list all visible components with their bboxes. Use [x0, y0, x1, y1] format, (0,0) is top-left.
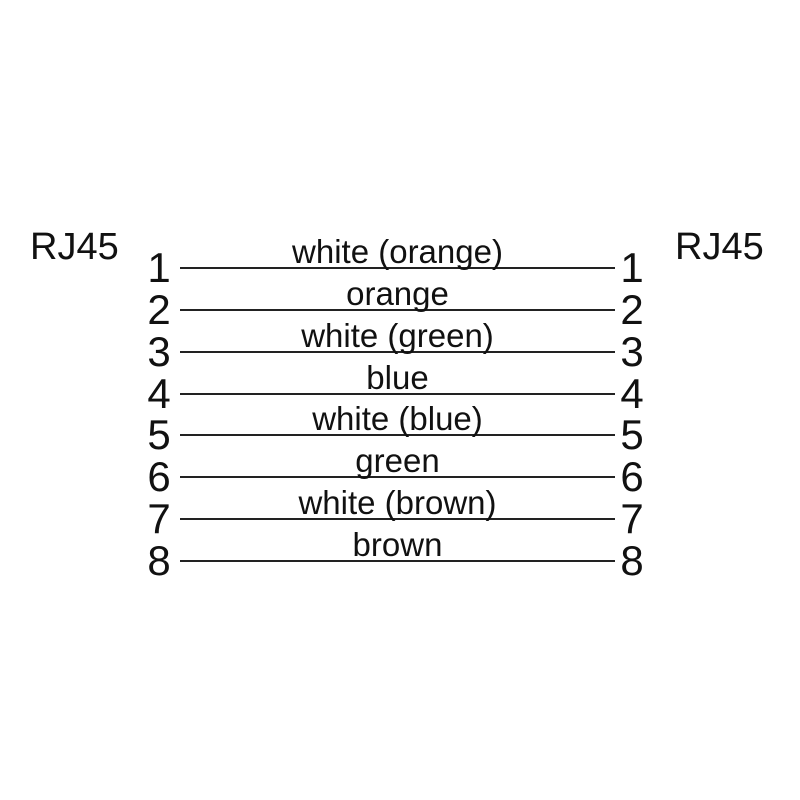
wire-line — [180, 518, 615, 520]
left-pin-number: 6 — [147, 453, 171, 500]
wire-color-label: green — [355, 442, 440, 479]
wire-color-label: blue — [366, 359, 429, 396]
left-pin-number: 3 — [147, 328, 171, 375]
left-pin-number: 4 — [147, 370, 171, 417]
left-pin-number: 7 — [147, 495, 171, 542]
wire-color-label: white (brown) — [298, 484, 497, 521]
right-pin-number: 8 — [620, 537, 644, 584]
right-pin-number: 4 — [620, 370, 644, 417]
right-pin-number: 7 — [620, 495, 644, 542]
right-pin-number: 3 — [620, 328, 644, 375]
left-connector-label: RJ45 — [30, 226, 119, 268]
wire-line — [180, 351, 615, 353]
wire-color-label: white (blue) — [312, 400, 483, 437]
wire-color-label: white (orange) — [292, 233, 503, 270]
left-pin-number: 5 — [147, 411, 171, 458]
right-connector-label: RJ45 — [675, 226, 764, 268]
wire-color-label: orange — [346, 275, 449, 312]
wire-line — [180, 393, 615, 395]
wire-line — [180, 309, 615, 311]
wire-line — [180, 476, 615, 478]
right-pin-number: 6 — [620, 453, 644, 500]
left-pin-number: 8 — [147, 537, 171, 584]
wire-color-label: brown — [352, 526, 443, 563]
left-pin-number: 1 — [147, 244, 171, 291]
wire-line — [180, 560, 615, 562]
wire-line — [180, 267, 615, 269]
wire-color-label: white (green) — [301, 317, 494, 354]
wire-line — [180, 434, 615, 436]
left-pin-number: 2 — [147, 286, 171, 333]
right-pin-number: 1 — [620, 244, 644, 291]
right-pin-number: 2 — [620, 286, 644, 333]
right-pin-number: 5 — [620, 411, 644, 458]
